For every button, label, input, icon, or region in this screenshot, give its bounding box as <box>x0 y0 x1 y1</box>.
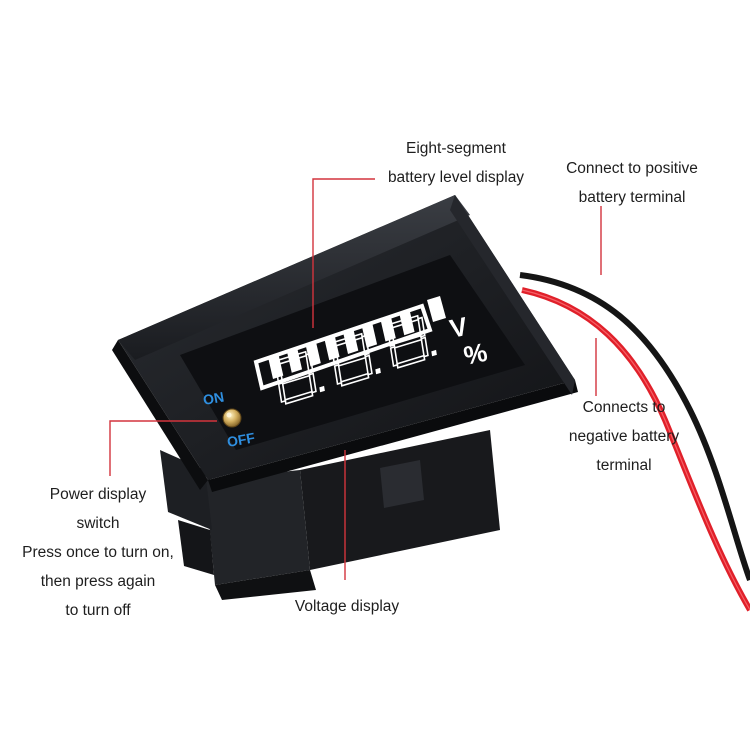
switch-on-label: ON <box>202 389 225 408</box>
digit-segment <box>281 370 311 385</box>
black-wire <box>519 272 750 582</box>
digit-segment <box>284 390 314 405</box>
digit-segment <box>364 354 373 376</box>
digit-segment <box>361 334 370 356</box>
digit <box>274 350 325 405</box>
digit-segment <box>420 336 429 358</box>
positive-terminal-annotation: Connect to positive battery terminal <box>566 160 698 206</box>
battery-bar <box>305 341 321 367</box>
digit-segment <box>308 372 317 394</box>
switch-off-label: OFF <box>226 429 257 450</box>
voltage-digits <box>274 314 437 405</box>
digit-segment <box>417 316 426 338</box>
digit-segment <box>389 345 399 368</box>
decimal-point <box>431 349 437 357</box>
digit <box>330 332 381 387</box>
decimal-point <box>319 385 325 393</box>
digit <box>386 314 437 369</box>
digit-segment <box>333 363 343 386</box>
unit-volts: V <box>447 311 471 344</box>
digit-segment <box>277 381 287 404</box>
power-button[interactable] <box>222 408 242 428</box>
digit-segment <box>337 352 367 367</box>
battery-bar <box>361 322 378 348</box>
wires <box>519 272 750 612</box>
power-switch-annotation: Power display switch Press once to turn … <box>22 486 174 619</box>
decimal-point <box>375 367 381 375</box>
digit-segment <box>340 372 370 387</box>
voltage-display-annotation: Voltage display <box>294 598 400 615</box>
power-pointer-line <box>109 420 217 476</box>
segment-pointer-line <box>312 178 375 328</box>
annotation-lines <box>109 178 602 580</box>
digit-segment <box>274 361 284 384</box>
digit-segment <box>393 334 423 349</box>
digit-segment <box>386 325 396 348</box>
digit-segment <box>305 352 314 374</box>
negative-terminal-annotation: Connects to negative battery terminal <box>568 399 680 474</box>
meter-housing <box>160 430 500 600</box>
digit-segment <box>396 354 426 369</box>
segment-display-annotation: Eight-segment battery level display <box>387 140 525 186</box>
digit-segment <box>389 314 420 329</box>
digit-segment <box>277 350 308 365</box>
digit-segment <box>330 343 340 366</box>
digit-segment <box>333 332 364 347</box>
